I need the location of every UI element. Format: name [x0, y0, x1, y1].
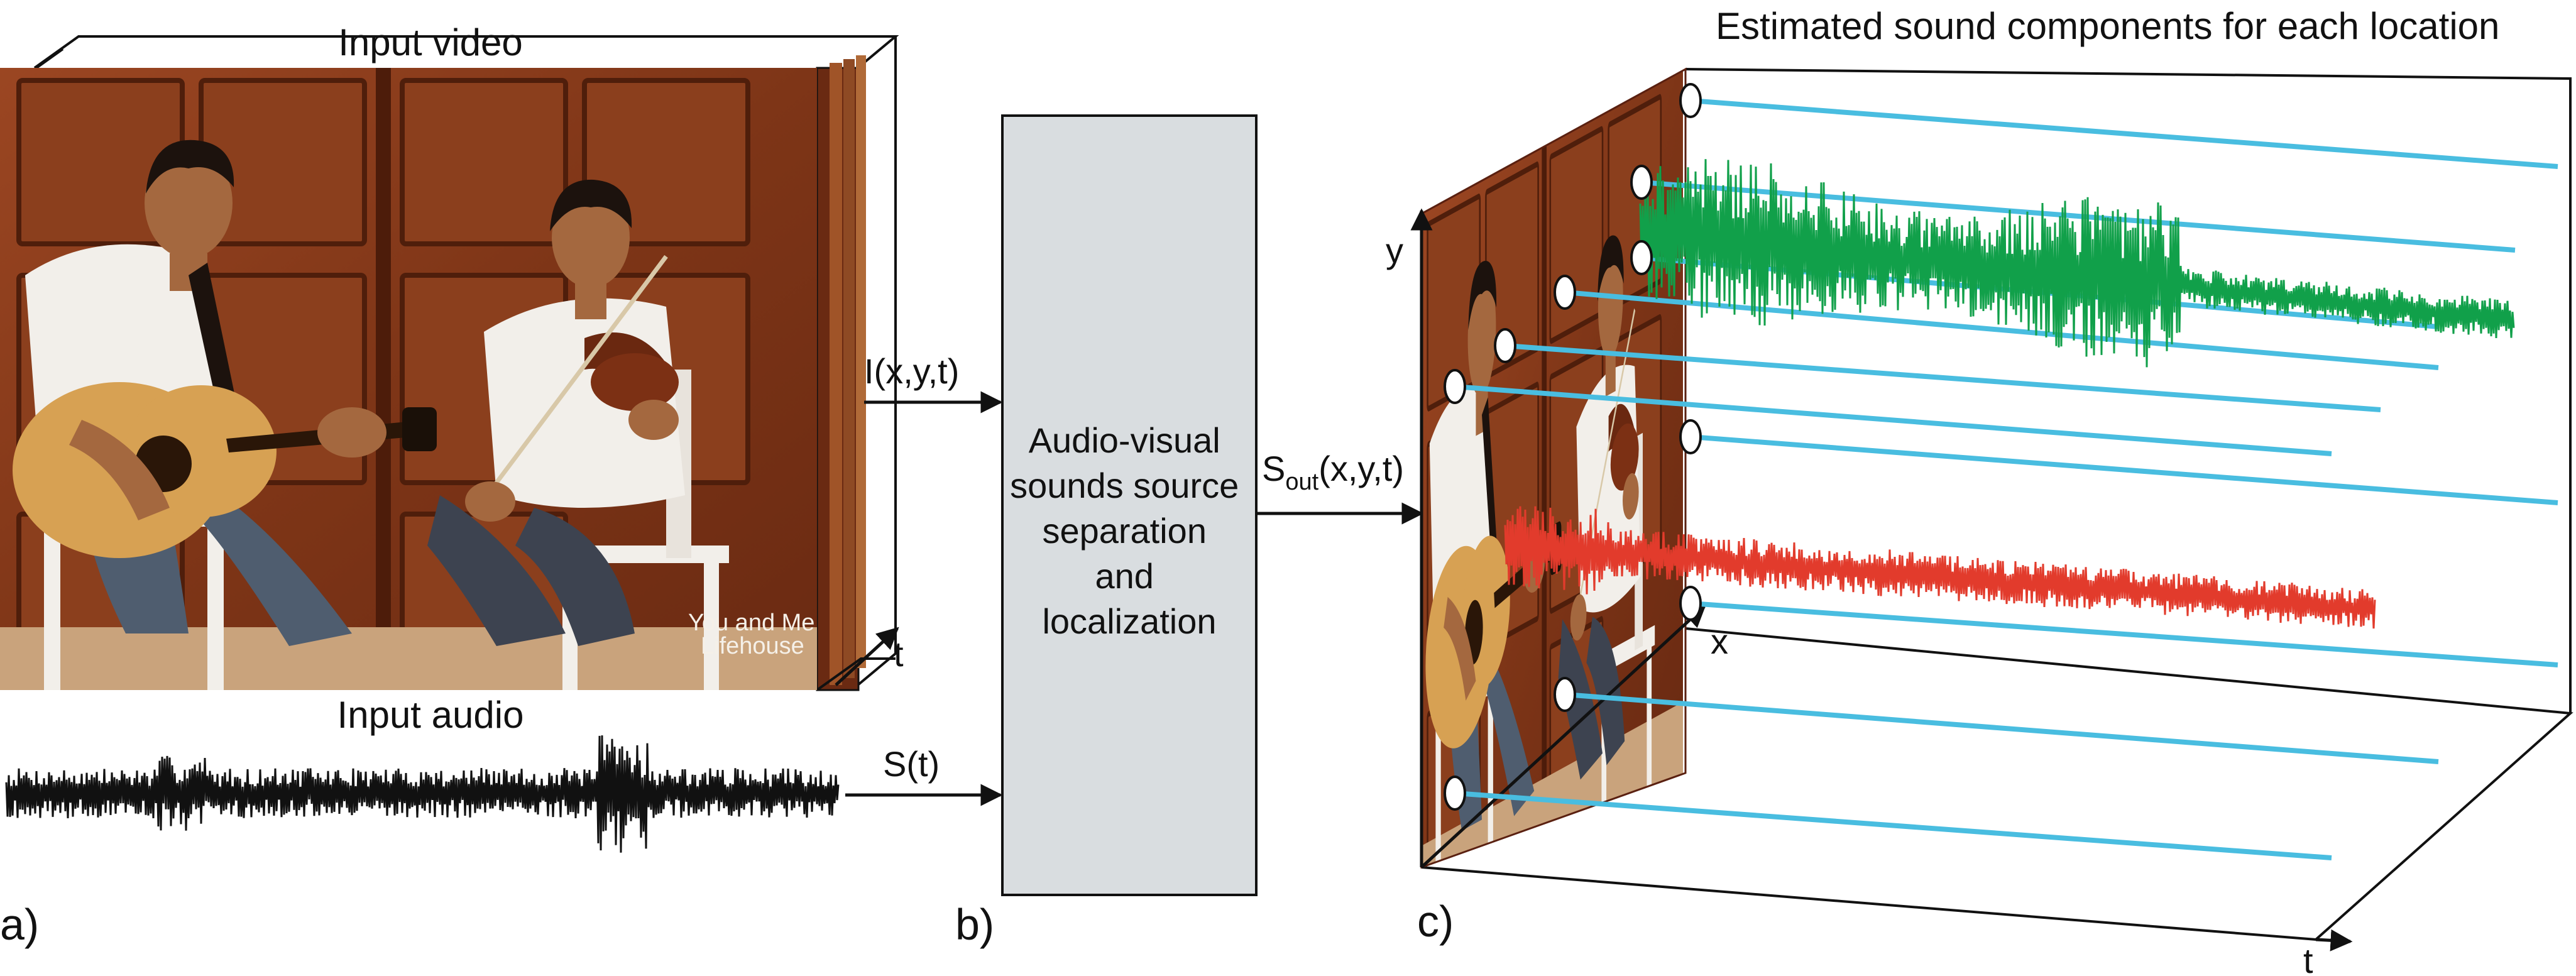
- location-trace-9: [1564, 692, 2439, 764]
- location-markers: [1444, 83, 1702, 811]
- panel-c-title: Estimated sound components for each loca…: [1716, 5, 2499, 47]
- output-signal-symbol: S: [1262, 449, 1285, 488]
- estimated-component-green-waveform: [1639, 159, 2515, 368]
- video-time-axis-arrow: [835, 627, 899, 686]
- video-frame-stack: [18, 35, 899, 691]
- location-trace-4: [1564, 290, 2439, 370]
- location-marker-10: [1444, 776, 1466, 811]
- video-caption-artist: Lifehouse: [701, 633, 804, 659]
- location-marker-7: [1679, 419, 1702, 454]
- location-marker-2: [1630, 165, 1653, 200]
- panel-c-x-axis: [1420, 605, 1706, 869]
- location-marker-4: [1554, 275, 1576, 310]
- panel-c-t-axis-label: t: [2303, 941, 2313, 976]
- separation-box-line-5: localization: [1042, 601, 1216, 641]
- video-time-axis-label: t: [894, 634, 904, 674]
- location-marker-5: [1494, 328, 1516, 363]
- panel-b: I(x,y,t) S(t) Audio-visual sounds source…: [845, 114, 1424, 949]
- input-video-frame: You and Me Lifehouse: [0, 68, 817, 690]
- video-caption-song: You and Me: [688, 610, 814, 636]
- panel-a: Input video You and Me Lifehouse t Input…: [0, 21, 904, 949]
- output-signal-subscript: out: [1285, 469, 1318, 495]
- location-marker-1: [1679, 83, 1702, 118]
- audio-signal-label: S(t): [883, 744, 940, 784]
- location-trace-10: [1454, 791, 2332, 860]
- separation-box-line-1: Audio-visual: [1029, 420, 1220, 460]
- output-signal-args: (x,y,t): [1318, 449, 1404, 488]
- panel-c-label: c): [1417, 897, 1454, 946]
- input-audio-waveform: [5, 735, 840, 853]
- output-signal-label: Sout(x,y,t): [1262, 449, 1404, 495]
- location-marker-8: [1679, 586, 1702, 621]
- panel-c-t-axis: [2315, 929, 2353, 951]
- location-trace-8: [1690, 601, 2558, 667]
- input-video-title: Input video: [338, 21, 523, 63]
- separation-box-label: Audio-visual sounds source separation an…: [1010, 420, 1249, 641]
- location-trace-6: [1454, 384, 2332, 456]
- panel-c-x-axis-label: x: [1711, 622, 1728, 661]
- location-trace-1: [1690, 98, 2558, 169]
- location-trace-7: [1690, 434, 2558, 505]
- location-marker-3: [1630, 240, 1653, 275]
- estimated-component-red-waveform: [1504, 506, 2376, 629]
- location-marker-6: [1444, 369, 1466, 404]
- panel-c-3d-box: [1421, 68, 2573, 941]
- input-audio-title: Input audio: [337, 694, 524, 736]
- panel-b-label: b): [955, 900, 994, 949]
- location-trace-2: [1641, 180, 2516, 253]
- separation-box-line-3: separation: [1042, 511, 1207, 551]
- location-traces: [1454, 98, 2558, 860]
- location-trace-5: [1504, 343, 2381, 412]
- separation-box: [1001, 114, 1258, 896]
- panel-a-label: a): [0, 900, 39, 949]
- panel-c: Estimated sound components for each loca…: [1386, 5, 2573, 976]
- separation-box-line-2: sounds source: [1010, 466, 1239, 505]
- separation-box-line-4: and: [1095, 556, 1154, 596]
- panel-c-y-axis-label: y: [1386, 231, 1403, 270]
- video-signal-label: I(x,y,t): [864, 351, 959, 391]
- location-marker-9: [1554, 677, 1576, 712]
